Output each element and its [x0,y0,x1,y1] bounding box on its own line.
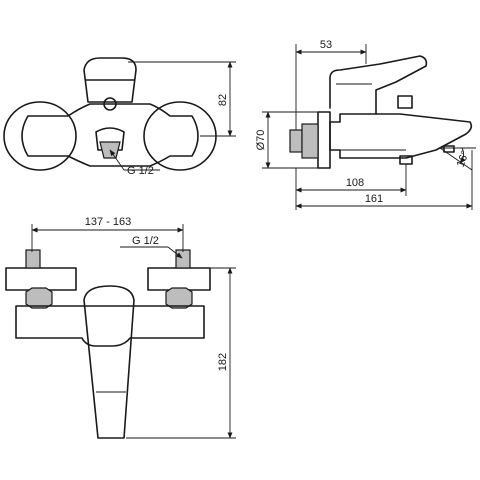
right-pipe [175,249,191,269]
lever-handle [83,57,137,103]
side-view: 53 Ø70 16° 108 161 [255,39,476,210]
left-pipe [25,249,41,269]
mixer-body [21,103,199,167]
bottom-front-view: 137 - 163 G 1/2 182 [5,216,236,439]
wall-flange [317,111,331,169]
supply-nut [301,123,319,159]
g-half-top-label: G 1/2 [127,165,154,177]
lever-screw [103,97,117,111]
outlet-connector [95,127,125,151]
left-nut [25,287,53,309]
spout-outlet [443,145,455,153]
angle-16-arc [459,147,466,164]
top-front-view: 82 G 1/2 [3,57,236,177]
right-rosette-top [147,267,211,291]
supply-pipe [289,129,303,153]
bottom-lever [83,285,135,439]
angle-16-label: 16° [455,149,472,169]
depth-53-label: 53 [320,39,332,51]
height-182-label: 182 [217,353,229,371]
right-nut [165,287,193,309]
height-82-label: 82 [217,94,229,106]
length-108-label: 108 [346,177,364,189]
bottom-body [15,305,205,347]
g-half-bottom-label: G 1/2 [132,235,159,247]
side-lever [329,55,428,115]
length-161-label: 161 [365,193,383,205]
left-rosette-top [5,267,77,291]
side-body-spout [329,113,473,159]
diameter-70-label: Ø70 [255,130,267,151]
width-137-163-label: 137 - 163 [85,216,131,228]
diverter-top [397,95,413,109]
left-rosette [3,101,77,171]
